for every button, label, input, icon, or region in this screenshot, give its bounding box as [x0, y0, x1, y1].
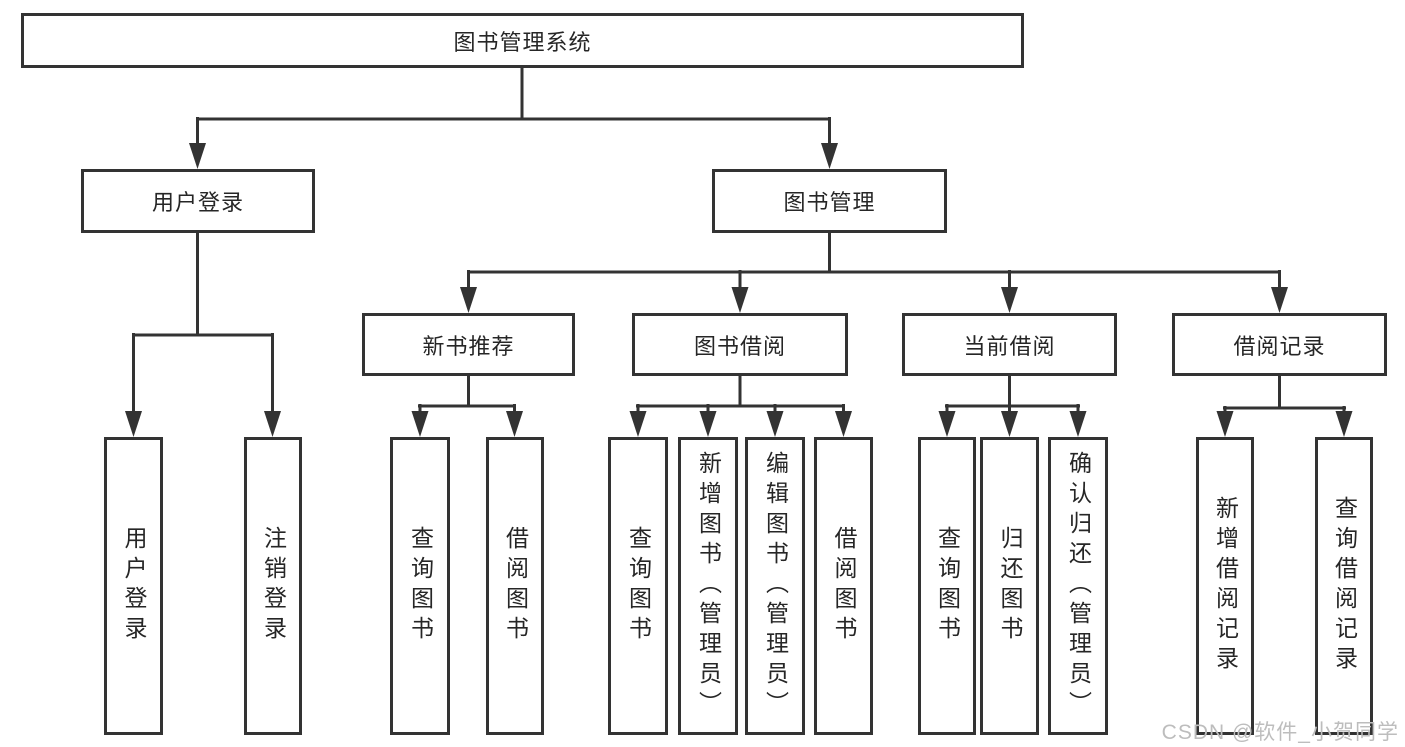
arrow-to-recommend	[460, 287, 477, 313]
arrow-to-leaf-d2	[1001, 411, 1018, 437]
connector-userlogin-to-leaves	[132, 233, 274, 414]
connector-root-to-level2	[196, 68, 831, 146]
arrow-to-records	[1271, 287, 1288, 313]
leaf-label: 借阅图书	[502, 526, 529, 646]
node-label: 新书推荐	[422, 333, 515, 359]
node-label: 图书借阅	[693, 333, 786, 359]
leaf-confirm-return-admin: 确认归还（管理员）	[1048, 437, 1108, 735]
leaf-edit-books-admin: 编辑图书（管理员）	[745, 437, 805, 735]
node-label: 用户登录	[151, 190, 244, 215]
leaf-label: 确认归还（管理员）	[1065, 451, 1092, 721]
leaf-label: 新增图书（管理员）	[695, 451, 722, 721]
arrow-to-leaf-c2	[699, 411, 717, 437]
node-borrow-records: 借阅记录	[1172, 313, 1387, 376]
leaf-label: 借阅图书	[831, 526, 857, 646]
node-label: 图书管理	[783, 190, 876, 215]
leaf-logout: 注销登录	[244, 437, 302, 735]
node-library-system: 图书管理系统	[21, 13, 1024, 68]
arrow-to-leaf-c1	[629, 411, 647, 437]
leaf-user-login: 用户登录	[104, 437, 163, 735]
arrow-to-user-login	[189, 143, 206, 169]
csdn-watermark: CSDN @软件_小贺同学	[1161, 721, 1399, 744]
arrow-to-leaf-d3	[1069, 411, 1087, 437]
node-label: 图书管理系统	[453, 29, 592, 55]
arrow-to-borrow	[731, 287, 749, 313]
leaf-borrow-books-recommend: 借阅图书	[486, 437, 544, 735]
node-label: 当前借阅	[963, 333, 1056, 359]
arrow-to-leaf-c3	[766, 411, 784, 437]
leaf-add-borrow-record: 新增借阅记录	[1196, 437, 1254, 735]
leaf-label: 用户登录	[121, 526, 147, 646]
node-book-borrow: 图书借阅	[632, 313, 848, 376]
connector-borrow-to-leaves	[636, 376, 845, 414]
leaf-return-books: 归还图书	[980, 437, 1039, 735]
leaf-label: 编辑图书（管理员）	[762, 451, 789, 721]
leaf-label: 归还图书	[997, 526, 1023, 646]
arrow-to-leaf-e2	[1335, 411, 1353, 437]
node-user-login: 用户登录	[81, 169, 315, 233]
leaf-label: 新增借阅记录	[1212, 496, 1239, 676]
leaf-add-books-admin: 新增图书（管理员）	[678, 437, 738, 735]
arrow-to-leaf-e1	[1216, 411, 1234, 437]
arrow-to-leaf-a2	[264, 411, 281, 437]
node-label: 借阅记录	[1233, 333, 1326, 359]
connector-current-to-leaves	[945, 376, 1080, 414]
leaf-query-books-borrow: 查询图书	[608, 437, 668, 735]
arrowheads	[125, 143, 1353, 437]
leaf-label: 查询图书	[934, 526, 961, 646]
arrow-to-leaf-b2	[506, 411, 523, 437]
arrow-to-leaf-a1	[125, 411, 142, 437]
leaf-query-borrow-record: 查询借阅记录	[1315, 437, 1373, 735]
leaf-borrow-books: 借阅图书	[814, 437, 873, 735]
arrow-to-leaf-d1	[938, 411, 956, 437]
leaf-label: 注销登录	[260, 526, 287, 646]
connector-records-to-leaves	[1223, 376, 1346, 416]
leaf-query-books-recommend: 查询图书	[390, 437, 450, 735]
leaf-label: 查询图书	[625, 526, 652, 646]
leaf-label: 查询借阅记录	[1331, 496, 1358, 676]
arrow-to-book-mgmt	[821, 143, 838, 169]
connector-bookmgmt-to-level3	[467, 233, 1281, 290]
node-book-management: 图书管理	[712, 169, 947, 233]
leaf-query-books-current: 查询图书	[918, 437, 976, 735]
node-new-book-recommend: 新书推荐	[362, 313, 575, 376]
node-current-borrow: 当前借阅	[902, 313, 1117, 376]
arrow-to-leaf-b1	[411, 411, 429, 437]
arrow-to-current	[1001, 287, 1018, 313]
arrow-to-leaf-c4	[835, 411, 852, 437]
leaf-label: 查询图书	[407, 526, 434, 646]
connector-recommend-to-leaves	[418, 376, 516, 414]
